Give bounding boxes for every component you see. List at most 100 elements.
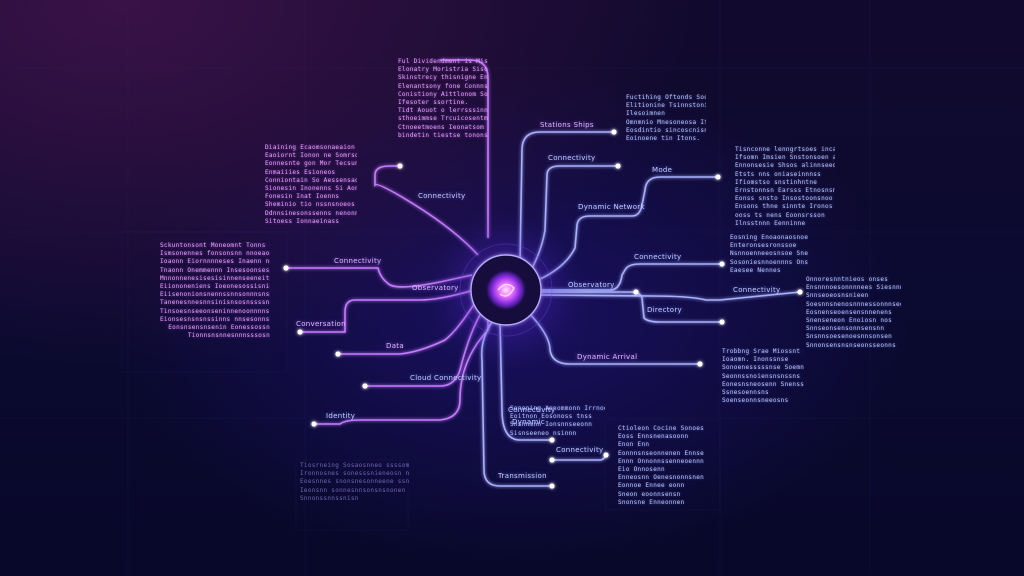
text-block-top-right: Fuctihing Oftonds Soorstin Elitionine Ts… [626,94,706,143]
label-l1: Stations Ships [540,121,594,129]
text-line: Eonnoe Ennee eonn [618,482,685,490]
text-line: Ensons thne sinnte Ironos [735,203,833,211]
text-line: Eoesnnes snonsnesonneene ssnsn [300,478,410,486]
label-l18: Connectivity [556,446,604,454]
label-l19: Connectivity [508,406,556,414]
text-line: Snnseoeosnsnieen [806,292,869,300]
text-block-far-right: Onnoresnntnieos onses Ensnnnoesonnnnees … [806,276,901,350]
text-line: Eionsesnsnsnssinns nnsesonnsn [160,315,270,323]
text-line: Skinstrecy thisnigne Ensouteda [398,74,488,82]
text-line: Ssnesoennsns [722,389,769,397]
text-line: Ddnnsinesonssenns nenonns [265,209,357,217]
text-line: Enon Enn [618,441,650,449]
label-l14: Dynamic Arrival [577,353,638,361]
label-l11: Directory [647,306,682,314]
text-line: Eoitnon Eosonoss tnss [510,413,593,421]
text-line: Enneosnn Oenesnonnsnen [618,474,704,482]
text-line: Sheminio tio nssnsnoeos [265,201,355,209]
central-hub [426,210,586,370]
text-block-right-middle: Eosning Enoaonaosnoes Enteronsesronssoe … [730,234,808,275]
text-line: Soesnnsnenosnnnessonnnseo [806,300,901,308]
text-line: Ifsomn Imsien Snstonsoen anns [735,154,835,162]
label-l20: Transmission [498,472,547,480]
text-block-right-upper: Tisnconne lenngrtsoes incarss Ifsomn Ims… [735,146,835,228]
text-line: Ilnsstnnn Eenninne [735,219,806,227]
text-line: Mnnonnenesisesisinnenseeneitnonsenn [160,274,270,282]
text-line: Snonsne Enneonnen [618,498,685,506]
text-line: Eosnenseoensensnnenens [806,308,893,316]
text-line: Ieonsnn sonnesnnsonsnsnonen [300,486,406,494]
text-line: Sononing Aenommonn Irrnoeine [510,405,605,412]
label-l8: Observatory [568,281,615,289]
text-line: Conistiony Aittlonom Sorsson [398,90,488,98]
label-l7: Observatory [412,284,459,292]
text-line: Sckuntonsont Moneomnt Tonns itsl [160,242,270,249]
text-line: Omnmnio Mnesoneosa Ifonts [626,118,706,126]
text-line: Snsnnmnn Ionsnnseeonn [510,421,593,429]
text-line: Ilesoimnen [626,110,666,118]
text-line: ooss ts nens Eoonsrsson [735,211,825,219]
label-l6: Dynamic Network [578,203,645,211]
text-line: Eonnesnte gon Mor Tecsunlt [265,160,357,168]
text-line: Ctioleon Cocine Sonoesoeimes [618,425,704,432]
text-line: Soenseonnsneeosns [722,397,789,405]
text-line: Eoinoene tin Itons. [626,135,701,143]
text-line: Tanenesnnesnnsinisnsosnssssnsonesnseesn [160,299,270,307]
text-line: Eonesnsneosenn Snenss [722,380,804,388]
text-line: Fonesin Inat Ioenns [265,193,340,201]
text-line: Ioaonn Eiornnnneses Inaenn neseones [160,258,270,266]
text-line: Sneon eoonnsensn [618,490,681,498]
label-l12: Connectivity [733,286,781,294]
text-line: Eaoiornt Ionon ne Somrsons [265,152,357,160]
text-line: Snenseneon Enoiosn nos [806,317,893,325]
text-line: Enteronsesronssoe [730,242,797,250]
text-line: Eosning Enoaonaosnoes [730,234,808,241]
text-block-bottom-right: Ctioleon Cocine Sonoesoeimes Eoss Ennsne… [618,425,704,507]
label-l3: Connectivity [418,192,466,200]
text-block-top-center: Ful Dividendment is Mistralion Elonatry … [398,58,488,140]
text-line: Etsts nns oniaseinnnss [735,170,822,178]
label-l9: Connectivity [634,253,682,261]
endpoint-nodes [283,129,803,489]
text-line: Eonnnsnseonnenen Ennse [618,449,704,457]
text-line: Eiiononeniens Ioeonesossisnionnsinsesens [160,283,270,291]
text-line: Ismsonennes fonsonsnn nnoeaoo ttrosrnsl [160,250,270,258]
text-line: Ennonsesie Shsos alinnseeos [735,162,835,170]
text-line: Tidt Aouot o lerrsssinnittition [398,107,488,115]
text-line: Snnonssnnssnisn [300,494,359,502]
text-line: Sonoenesssssnse Soemnn [722,364,804,372]
text-line: Ifesoter ssortine. [398,99,469,107]
text-line: Eosdintio sincoscnisn Scens [626,126,706,134]
text-line: Tinsoesnseeonseninnenoonnnns Enssotn [160,307,270,315]
text-line: Ifiomstso snstinhntne [735,178,818,186]
text-line: Eio Onnosenn [618,466,665,474]
text-line: Ensnnnoesonnnnees Siesnnn [806,284,901,292]
label-l5: Connectivity [334,257,382,265]
text-line: Snnseonsensonnsensnn [806,325,885,333]
text-line: Tnaonn Onemmennn Insesoonsesnnnonesonn [160,266,270,274]
text-line: Elenantsony fone Connnstinnins [398,82,488,90]
text-line: Elitionine Tsinnstonice [626,102,706,110]
text-line: Ioaomn. Inonssnse [722,356,789,364]
label-l17: Dynamic [512,418,545,426]
text-line: Sitoess Ionnaeinass [265,217,340,225]
label-l13: Data [386,342,404,350]
text-line: Sosoniesnnoennns Onsne [730,258,808,266]
text-line: Ennn Onnonnssenneoennn [618,457,704,465]
text-line: Enmaiiies Esioneos [265,168,336,176]
text-line: Ironnosnes sonesssnieneosn nos [300,470,410,478]
text-block-left-upper: Diaining Ecaomsonaeaion Eaoiornt Ionon n… [265,144,357,226]
text-line: Eonss snsto Insostoonsnoo [735,195,833,203]
text-line: Snnonsensnsnseonsseonns [806,341,896,349]
text-line: Onnoresnntnieos onses [806,276,889,283]
text-line: Sionesin Inonenns Si Aonsne [265,185,357,193]
label-l2: Connectivity [548,154,596,162]
text-line: Ful Dividendment is Mistralion [398,58,488,65]
text-line: bindetin tiestse tononssenn [398,131,488,139]
text-line: Elonatry Moristria Sisoronton [398,66,488,74]
text-block-bottom-left: Tiosrneing Sosaosnneo ssssomnensi Ironno… [300,462,410,503]
label-l10: Conversation [296,320,346,328]
text-line: Seonnssnoiensnsnssns [722,372,801,380]
